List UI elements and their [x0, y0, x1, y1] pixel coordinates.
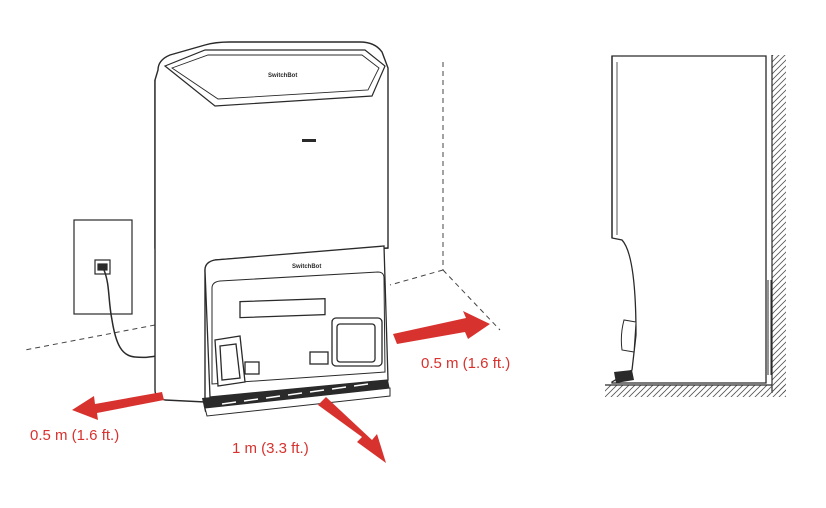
station-body: [154, 41, 389, 403]
front-clearance-label: 1 m (3.3 ft.): [232, 440, 309, 457]
top-logo: SwitchBot: [268, 73, 297, 79]
front-logo: SwitchBot: [292, 264, 321, 270]
arrow-left: [72, 392, 164, 420]
left-clearance-label: 0.5 m (1.6 ft.): [30, 427, 120, 444]
dock-front: [202, 245, 391, 417]
power-cable: [103, 269, 158, 359]
arrow-right: [393, 311, 490, 344]
arrow-front: [318, 397, 386, 463]
wall-outlet: [73, 219, 133, 315]
ramp-vents: [221, 383, 369, 405]
right-clearance-label: 0.5 m (1.6 ft.): [421, 355, 511, 372]
room-corner-lines: [24, 62, 501, 351]
side-view: [605, 55, 786, 397]
